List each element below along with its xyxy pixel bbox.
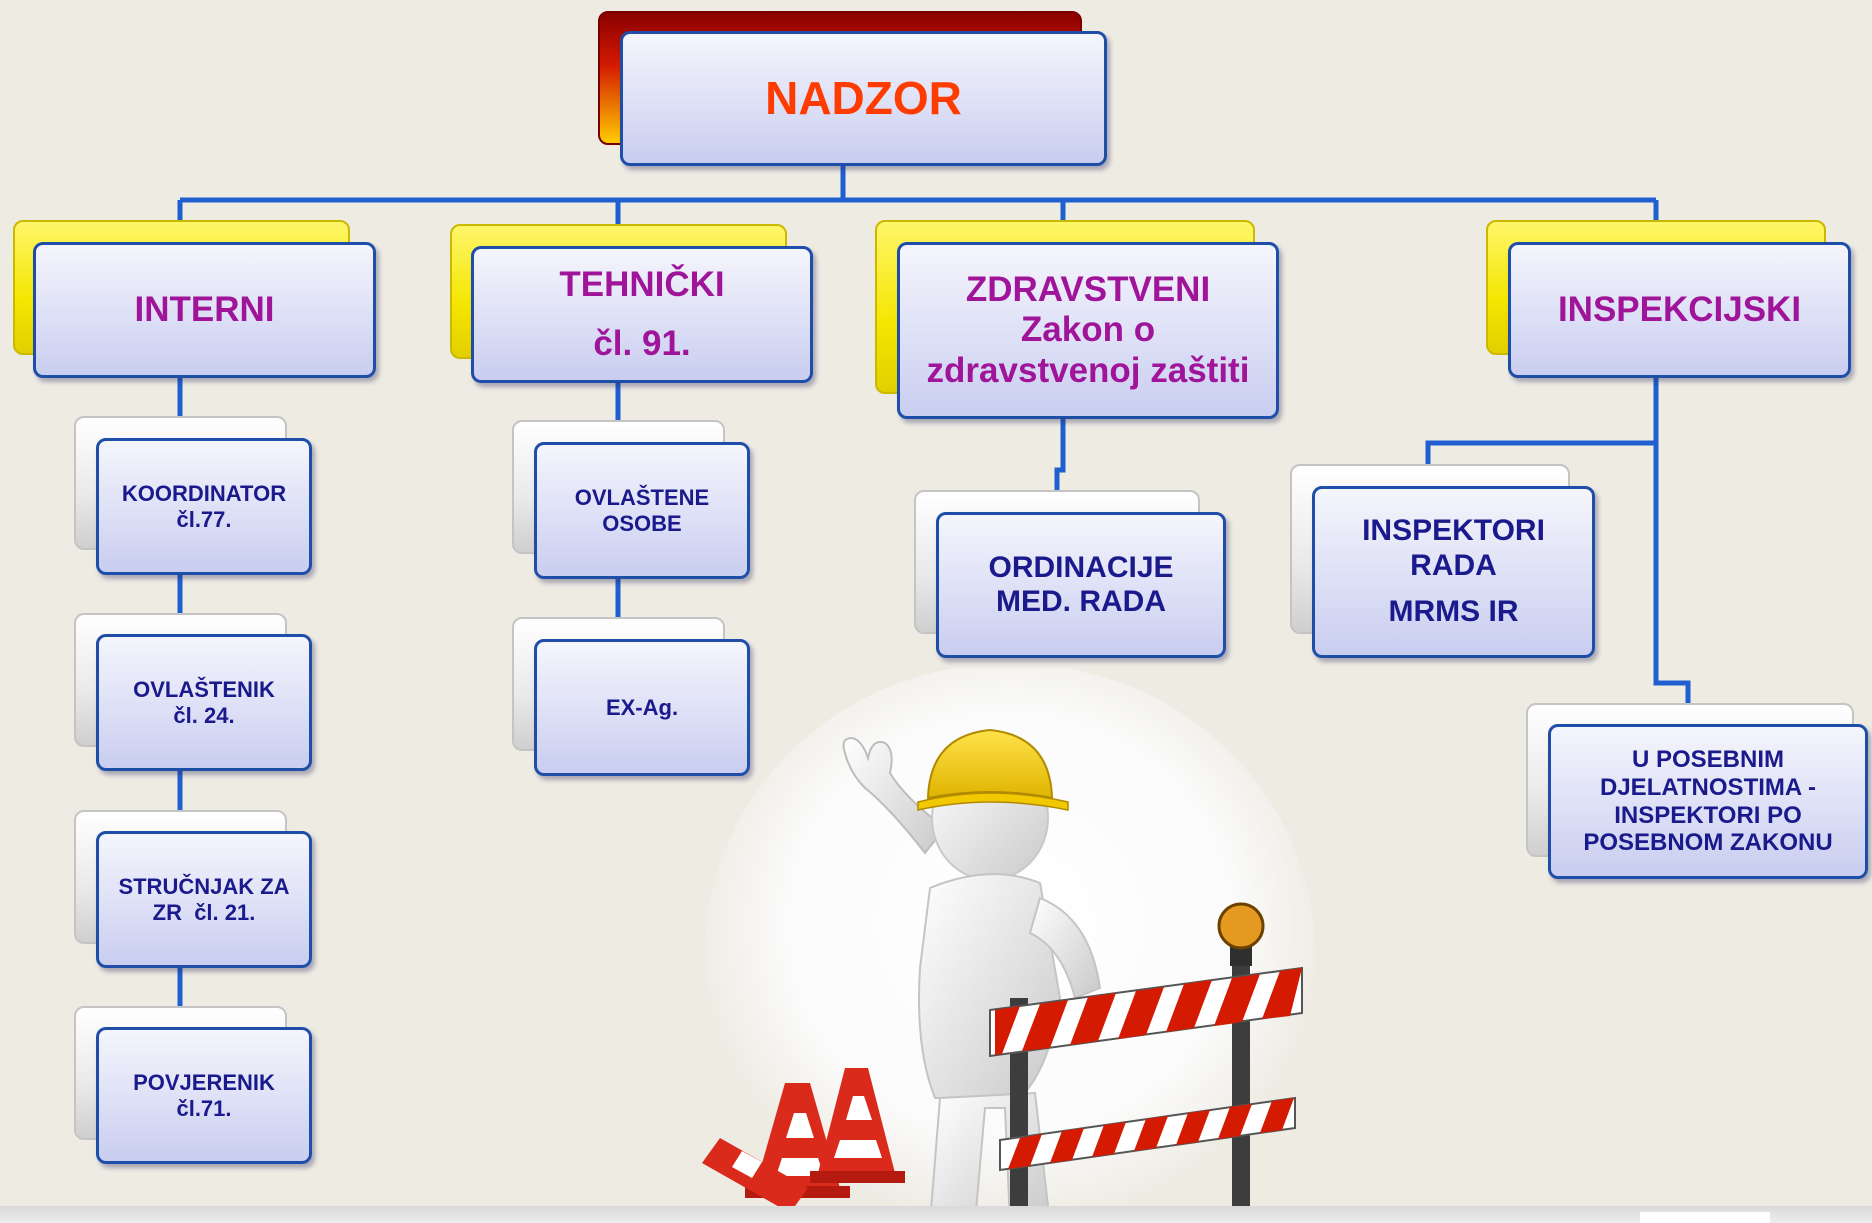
item-posebne-djelatnosti-line4: POSEBNOM ZAKONU — [1583, 829, 1833, 857]
warning-lamp-icon — [1217, 902, 1265, 950]
barrier-board-top — [989, 966, 1303, 1058]
item-ex-ag-line1: EX-Ag. — [605, 694, 679, 720]
footer-bar — [0, 1206, 1872, 1223]
item-strucnjak: STRUČNJAK ZA ZR čl. 21. — [96, 831, 312, 968]
category-inspekcijski: INSPEKCIJSKI — [1508, 242, 1851, 378]
category-zdravstveni-line3: zdravstvenoj zaštiti — [926, 350, 1250, 390]
construction-worker-barrier-icon — [702, 668, 1315, 1223]
item-ordinacije: ORDINACIJE MED. RADA — [936, 512, 1226, 658]
item-posebne-djelatnosti-line3: INSPEKTORI PO — [1614, 801, 1802, 829]
root-label: NADZOR — [765, 72, 962, 125]
item-ovlastene-osobe-line2: OSOBE — [602, 510, 682, 536]
category-interni: INTERNI — [33, 242, 376, 378]
category-inspekcijski-label: INSPEKCIJSKI — [1557, 289, 1802, 329]
barrier-board-bottom — [999, 1096, 1296, 1172]
item-ex-ag: EX-Ag. — [534, 639, 750, 776]
item-inspektori-rada-line3: MRMS IR — [1388, 595, 1519, 629]
item-ovlastenik: OVLAŠTENIK čl. 24. — [96, 634, 312, 771]
item-povjerenik-line1: POVJERENIK — [133, 1070, 275, 1096]
connector-inspekcijski-down — [1653, 376, 1691, 716]
item-ovlastenik-line1: OVLAŠTENIK — [133, 677, 275, 703]
item-koordinator: KOORDINATOR čl.77. — [96, 438, 312, 575]
item-inspektori-rada-line2: RADA — [1410, 548, 1497, 582]
item-posebne-djelatnosti-line2: DJELATNOSTIMA - — [1600, 773, 1816, 801]
connector-inspektori-branch — [1425, 440, 1656, 465]
item-posebne-djelatnosti: U POSEBNIM DJELATNOSTIMA - INSPEKTORI PO… — [1548, 724, 1868, 879]
item-koordinator-line2: čl.77. — [176, 506, 232, 532]
item-inspektori-rada-line1: INSPEKTORI — [1362, 514, 1545, 548]
traffic-cone-icon — [810, 1068, 905, 1183]
item-ovlastene-osobe: OVLAŠTENE OSOBE — [534, 442, 750, 579]
worker-raised-arm — [842, 736, 947, 855]
category-tehnicki: TEHNIČKI čl. 91. — [471, 246, 813, 383]
category-zdravstveni-line2: Zakon o — [1020, 310, 1156, 350]
worker-resting-arm — [1028, 896, 1102, 1000]
item-povjerenik: POVJERENIK čl.71. — [96, 1027, 312, 1164]
item-inspektori-rada: INSPEKTORI RADA MRMS IR — [1312, 486, 1595, 658]
category-zdravstveni: ZDRAVSTVENI Zakon o zdravstvenoj zaštiti — [897, 242, 1279, 419]
item-ovlastenik-line2: čl. 24. — [173, 702, 235, 728]
item-koordinator-line1: KOORDINATOR — [121, 481, 287, 507]
item-posebne-djelatnosti-line1: U POSEBNIM — [1631, 746, 1784, 774]
item-strucnjak-line1: STRUČNJAK ZA — [118, 874, 290, 900]
category-zdravstveni-line1: ZDRAVSTVENI — [965, 270, 1211, 310]
traffic-cone-fallen-icon — [702, 1138, 808, 1213]
root-node: NADZOR — [620, 31, 1107, 166]
item-ordinacije-line2: MED. RADA — [996, 585, 1166, 618]
item-ordinacije-line1: ORDINACIJE — [988, 550, 1174, 584]
item-ovlastene-osobe-line1: OVLAŠTENE — [574, 485, 710, 511]
barrier-post-right — [1232, 963, 1250, 1223]
footer-block — [1640, 1212, 1770, 1223]
category-interni-label: INTERNI — [134, 289, 275, 329]
category-tehnicki-line2: čl. 91. — [593, 323, 691, 363]
item-strucnjak-line2: ZR čl. 21. — [152, 899, 256, 925]
category-tehnicki-line1: TEHNIČKI — [559, 265, 725, 305]
item-povjerenik-line2: čl.71. — [176, 1095, 232, 1121]
helmet-icon — [926, 728, 1054, 800]
